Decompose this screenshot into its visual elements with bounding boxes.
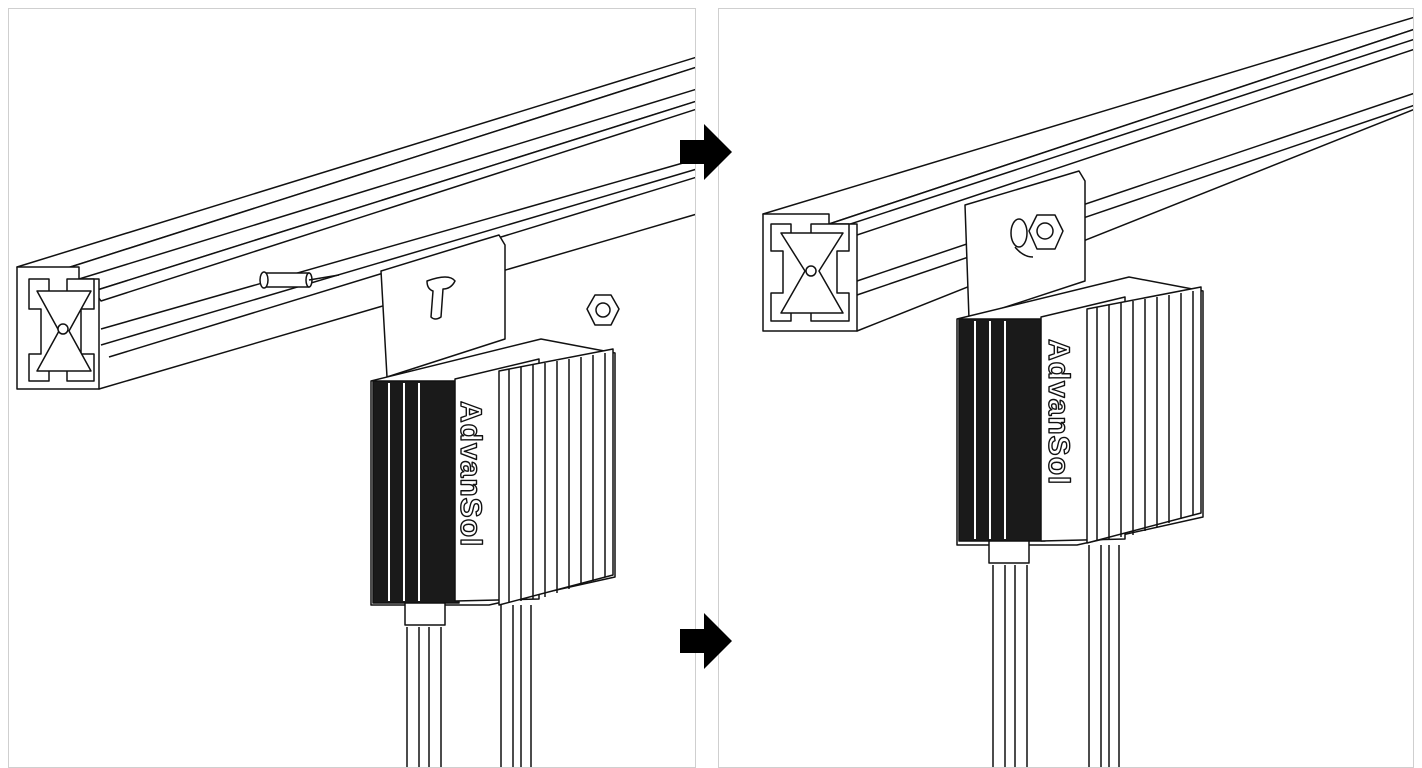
step-2-illustration: AdvanSol: [762, 16, 1413, 767]
t-bolt-tightened: [1010, 214, 1064, 258]
t-bolt: [259, 271, 340, 289]
output-cables: [988, 540, 1120, 767]
step-2-panel: AdvanSol: [718, 8, 1414, 768]
mounting-bracket: [380, 234, 506, 378]
brand-label: AdvanSol: [454, 401, 487, 547]
optimizer-unit: AdvanSol: [956, 276, 1204, 546]
aluminum-rail: [16, 56, 695, 390]
aluminum-rail: [762, 16, 1413, 332]
step-1-panel: AdvanSol: [8, 8, 696, 768]
output-cables: [404, 602, 532, 767]
optimizer-unit: AdvanSol: [370, 338, 616, 606]
next-step-arrow-icon: [680, 613, 732, 669]
step-1-illustration: AdvanSol: [16, 56, 695, 767]
brand-label: AdvanSol: [1042, 339, 1075, 485]
next-step-arrow-icon: [680, 124, 732, 180]
hex-nut: [586, 294, 620, 326]
